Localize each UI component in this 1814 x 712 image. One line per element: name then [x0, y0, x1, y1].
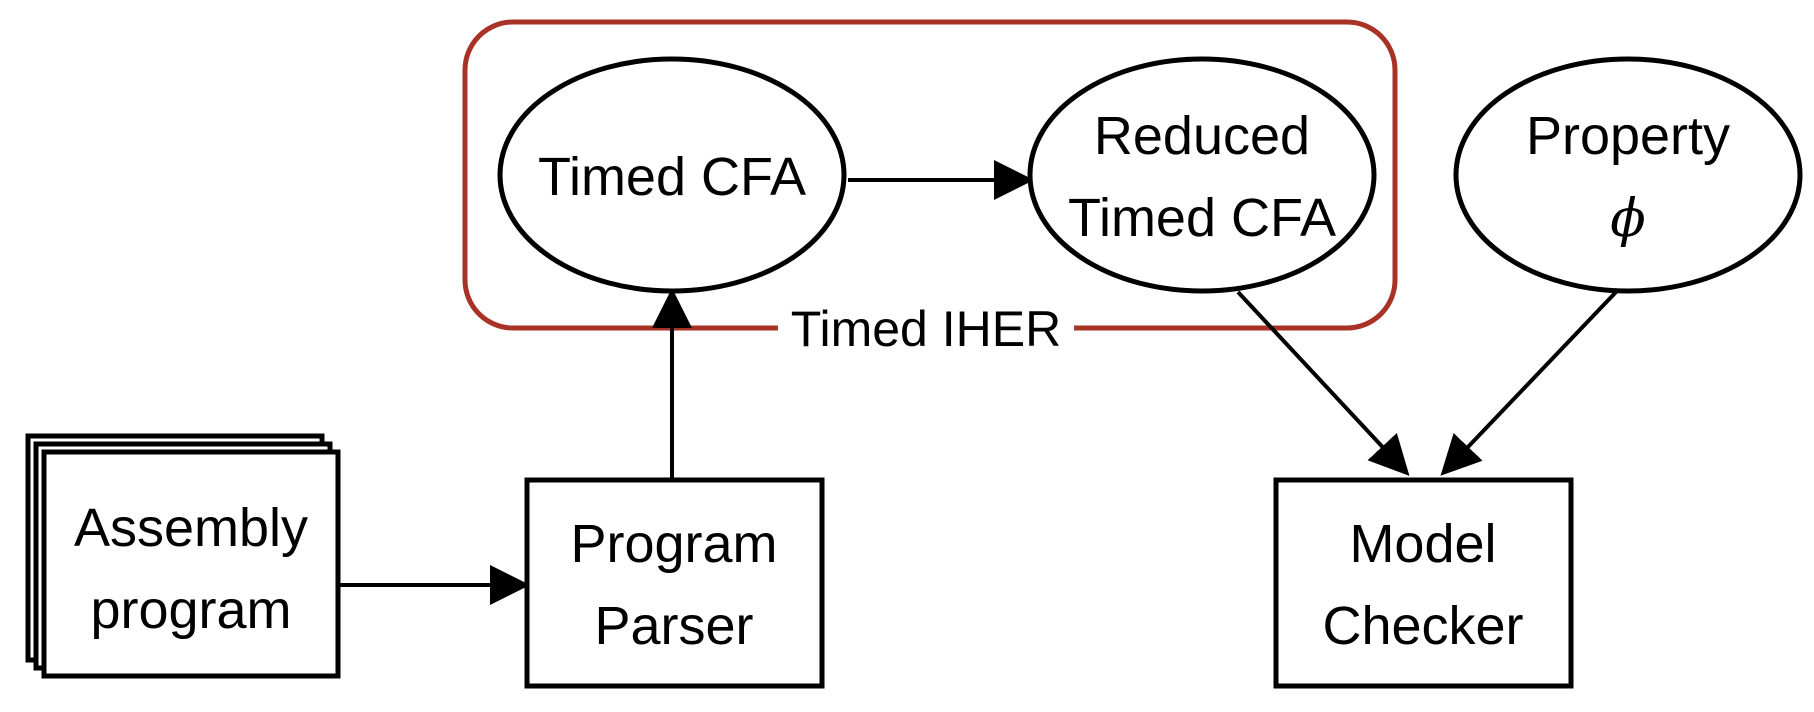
- reduced-timed-cfa-label-line1: Reduced: [1094, 106, 1310, 166]
- property-node: Property ϕ: [1453, 56, 1803, 294]
- model-checker-label-line1: Model: [1349, 514, 1496, 574]
- timed-iher-group: Timed IHER: [462, 19, 1398, 358]
- program-parser-label-line2: Parser: [594, 596, 753, 656]
- model-checker-node: Model Checker: [1273, 477, 1574, 689]
- assembly-stack-sheet-front: [41, 449, 341, 679]
- property-ellipse: [1453, 56, 1803, 294]
- edge-property-to-checker: [1440, 290, 1618, 476]
- model-checker-box: [1273, 477, 1574, 689]
- model-checker-label-line2: Checker: [1322, 596, 1523, 656]
- timed-cfa-label: Timed CFA: [538, 147, 806, 207]
- timed-cfa-ellipse: [497, 56, 847, 294]
- assembly-label-line2: program: [90, 580, 291, 640]
- reduced-timed-cfa-node: Reduced Timed CFA: [1027, 56, 1377, 294]
- edge-reduced-cfa-to-checker: [1236, 290, 1410, 476]
- program-parser-node: Program Parser: [524, 477, 825, 689]
- assembly-program-node: Assembly program: [25, 433, 341, 679]
- property-label-line1: Property: [1526, 106, 1730, 166]
- reduced-timed-cfa-ellipse: [1027, 56, 1377, 294]
- program-parser-box: [524, 477, 825, 689]
- timed-iher-label-backdrop: [778, 300, 1074, 358]
- program-parser-label-line1: Program: [570, 514, 777, 574]
- assembly-label-line1: Assembly: [74, 498, 308, 558]
- timed-iher-label: Timed IHER: [791, 301, 1061, 357]
- timed-cfa-node: Timed CFA: [497, 56, 847, 294]
- reduced-timed-cfa-label-line2: Timed CFA: [1068, 188, 1336, 248]
- property-label-phi: ϕ: [1610, 189, 1645, 249]
